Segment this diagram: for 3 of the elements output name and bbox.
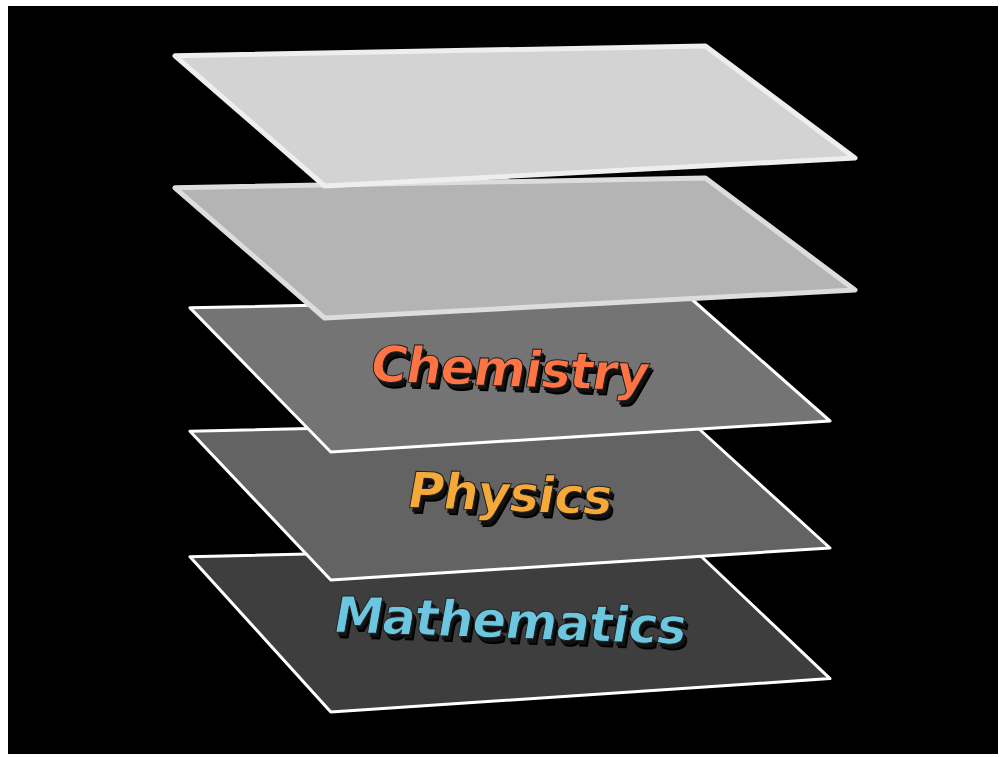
layer-label: Mathematics: [328, 585, 692, 656]
layer-label: Chemistry: [366, 335, 654, 404]
layer-label: Physics: [402, 461, 618, 527]
